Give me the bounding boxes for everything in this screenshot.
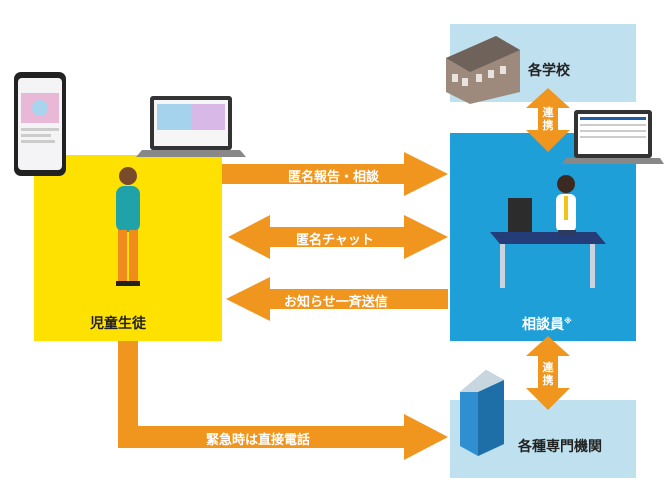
link-top-label: 連携	[542, 106, 554, 132]
report-arrow	[222, 152, 448, 196]
emergency-label: 緊急時は直接電話	[206, 433, 311, 448]
laptop-icon	[136, 96, 246, 157]
report-label: 匿名報告・相談	[288, 170, 380, 185]
school-label: 各学校	[528, 63, 570, 79]
link-top-arrow	[526, 88, 570, 152]
counselor-desk-figure	[490, 175, 606, 288]
counselor-label: 相談員※	[522, 316, 572, 333]
smartphone-icon	[14, 72, 66, 176]
chat-label: 匿名チャット	[296, 233, 374, 248]
office-building-icon	[460, 370, 504, 456]
student-figure	[116, 167, 140, 286]
notice-label: お知らせ一斉送信	[284, 295, 388, 310]
students-label: 児童生徒	[90, 316, 146, 332]
link-bottom-arrow	[526, 336, 570, 410]
counselor-note: ※	[564, 316, 572, 326]
school-building-icon	[446, 36, 520, 104]
counselor-laptop-icon	[562, 110, 664, 164]
link-bottom-label: 連携	[542, 361, 554, 387]
experts-label: 各種専門機関	[518, 439, 602, 455]
notice-arrow	[226, 277, 448, 321]
emergency-arrow	[118, 341, 448, 460]
chat-arrow	[228, 215, 448, 259]
